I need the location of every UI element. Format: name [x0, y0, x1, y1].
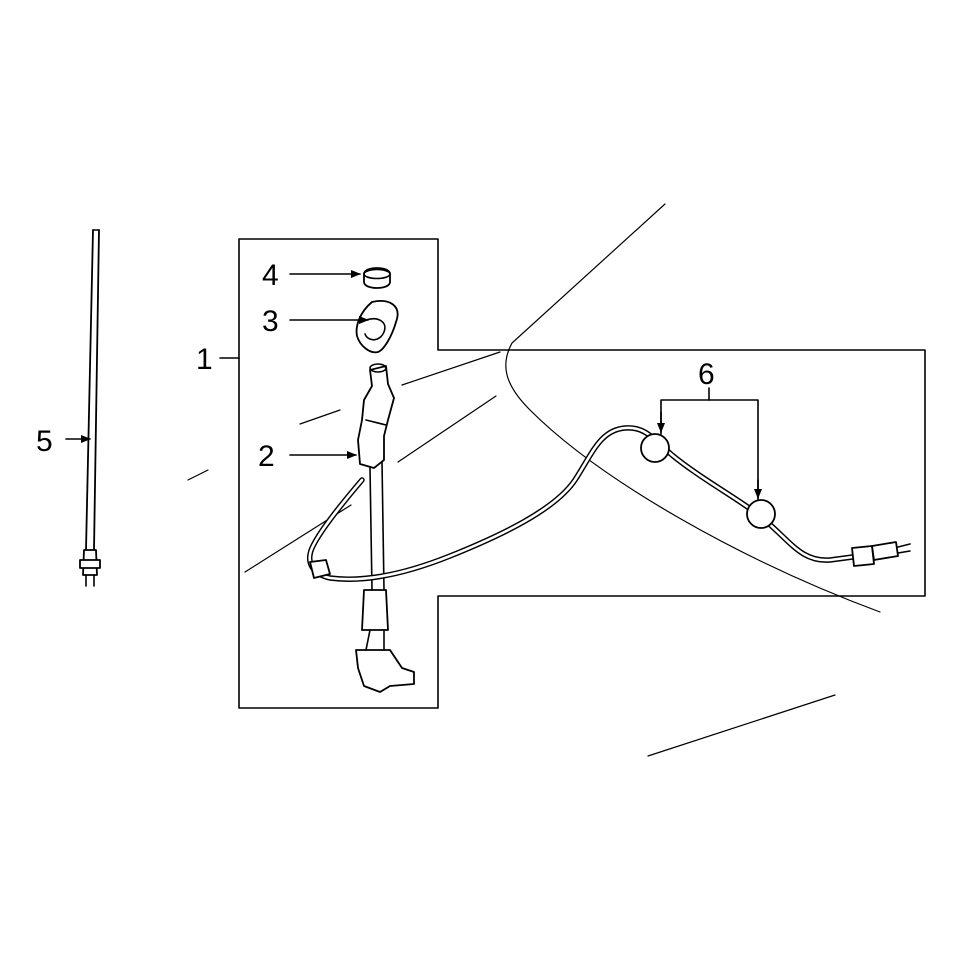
antenna-cap-part — [363, 267, 391, 289]
cable-clip-part — [640, 433, 776, 529]
callout-5: 5 — [36, 425, 53, 458]
callout-6: 6 — [698, 358, 715, 391]
callout-1: 1 — [196, 343, 213, 376]
antenna-mast-part — [79, 229, 101, 587]
leader-lines — [65, 270, 762, 501]
callout-labels: 1 2 3 4 5 6 — [36, 259, 715, 473]
callout-3: 3 — [262, 305, 279, 338]
assembly-outline-box — [238, 238, 926, 709]
antenna-bezel-part — [355, 300, 399, 354]
antenna-cable — [307, 425, 911, 582]
callout-4: 4 — [262, 259, 279, 292]
body-reference-lines — [187, 203, 881, 757]
antenna-base-part — [355, 363, 415, 693]
callout-2: 2 — [258, 440, 275, 473]
